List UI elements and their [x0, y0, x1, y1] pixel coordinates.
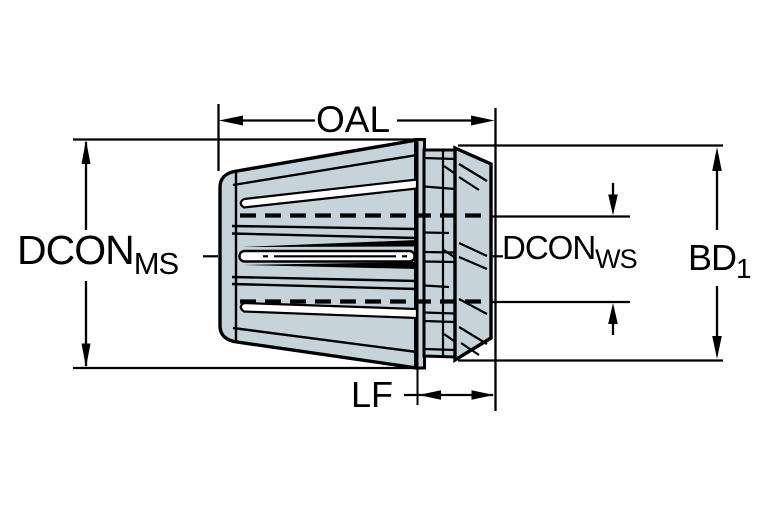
dimension-label-bd1: BD1: [688, 237, 752, 283]
dimension-label-dcon-ws: DCONWS: [502, 229, 638, 273]
lf-text: LF: [351, 374, 394, 415]
slot-upper: [239, 178, 419, 209]
head-slot-traces: [443, 163, 488, 356]
dcon-ws-subscript: WS: [595, 244, 637, 274]
dcon-ms-subscript: MS: [133, 246, 179, 281]
collet-body: [218, 137, 493, 370]
bd1-text: BD: [688, 237, 737, 278]
dim-dcon-ws: [492, 183, 630, 335]
dim-lf: [404, 390, 494, 400]
dim-bd1: [458, 144, 723, 362]
dimension-lines: [73, 104, 723, 411]
bore-hidden-lines: [240, 213, 488, 304]
oal-text: OAL: [316, 99, 391, 140]
dcon-ms-text: DCON: [17, 227, 135, 273]
dimension-label-oal: OAL: [316, 101, 390, 138]
dimension-label-lf: LF: [351, 377, 393, 413]
slot-lower: [239, 301, 419, 320]
bd1-subscript: 1: [736, 253, 752, 284]
dimension-label-dcon-ms: DCONMS: [17, 227, 179, 280]
slit-wedge-lower: [243, 262, 417, 269]
collet-head: [453, 145, 493, 364]
dim-dcon-ms: [73, 138, 416, 370]
neck-slot-traces: [423, 150, 456, 357]
slit-wedge-upper: [243, 240, 417, 247]
dcon-ws-text: DCON: [502, 229, 596, 266]
